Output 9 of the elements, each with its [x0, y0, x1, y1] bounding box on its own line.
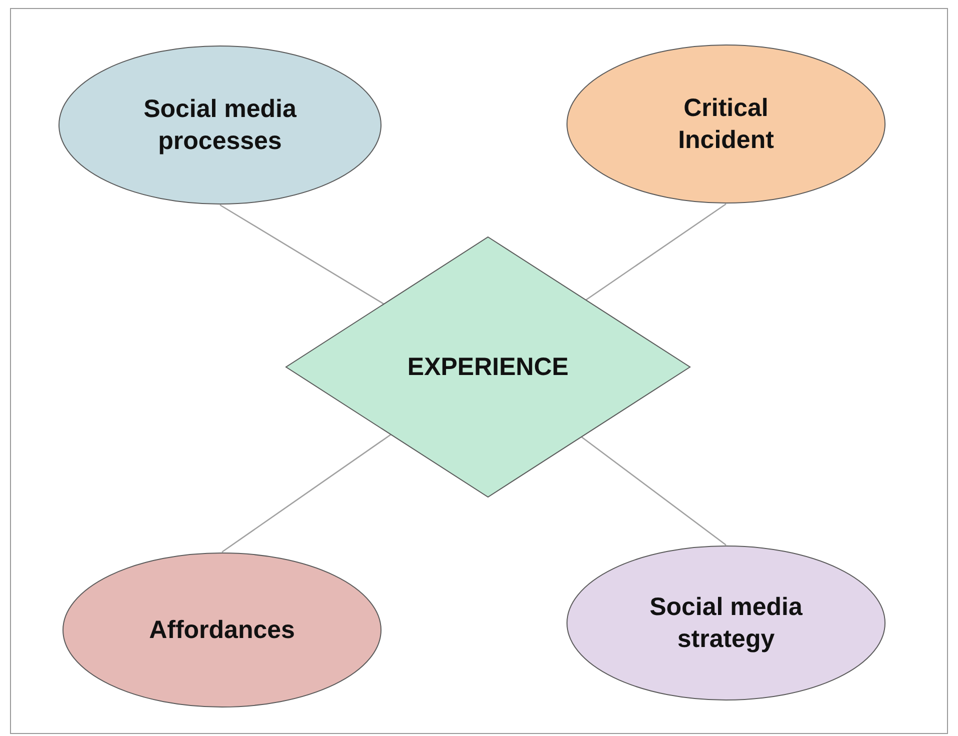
node-label: Critical Incident [677, 92, 775, 156]
connector-line [220, 204, 384, 305]
connector-line [222, 434, 392, 553]
node-label: Social media strategy [648, 592, 804, 655]
node-label: Affordances [149, 614, 295, 646]
connector-line [586, 203, 726, 301]
node-label: Social media processes [142, 94, 298, 157]
connector-line [581, 436, 726, 546]
node-label: EXPERIENCE [407, 352, 569, 383]
